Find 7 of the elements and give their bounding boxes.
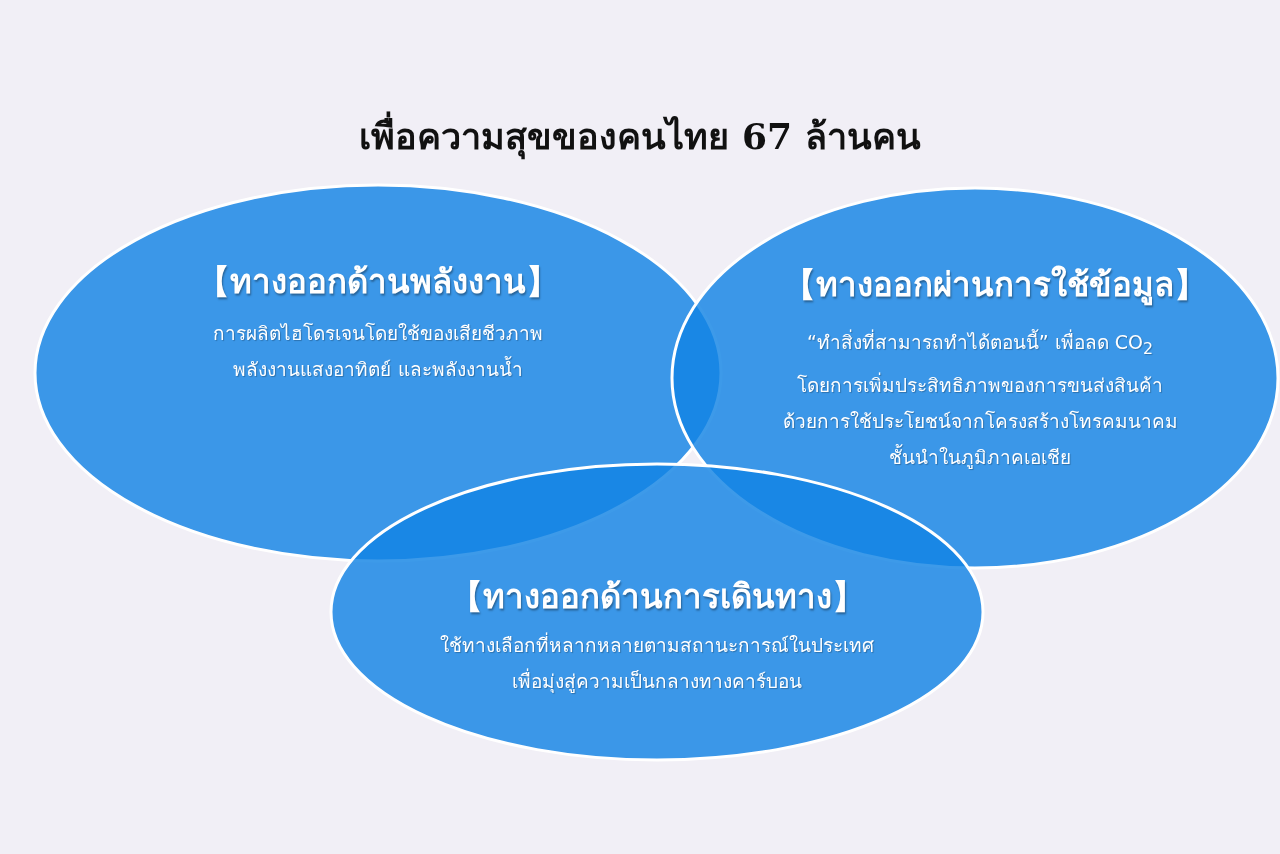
- slide-title: เพื่อความสุขของคนไทย 67 ล้านคน: [0, 108, 1280, 165]
- ellipse-heading: 【ทางออกผ่านการใช้ข้อมูล】: [782, 264, 1208, 308]
- ellipse-heading: 【ทางออกด้านการเดินทาง】: [448, 576, 866, 618]
- ellipse-description: “ทำสิ่งที่สามารถทำได้ตอนนี้” เพื่อลด CO$_{2}$ โดยการเพิ่มประสิทธิภาพของการขนส่งสินค้า ด้วยการใช้ประโยชน์จากโครงสร้างโทรคมนาคม ชั้นนำในภูมิภาคเอเชีย: [781, 328, 1179, 471]
- ellipse-heading: 【ทางออกด้านพลังงาน】: [196, 261, 560, 303]
- ellipse-description: การผลิตไฮโดรเจนโดยใช้ของเสียชีวภาพ พลังงานแสงอาทิตย์ และพลังงานน้ำ: [212, 321, 544, 382]
- ellipse-description: ใช้ทางเลือกที่หลากหลายตามสถานะการณ์ในประเทศ เพื่อมุ่งสู่ความเป็นกลางทางคาร์บอน: [439, 631, 875, 695]
